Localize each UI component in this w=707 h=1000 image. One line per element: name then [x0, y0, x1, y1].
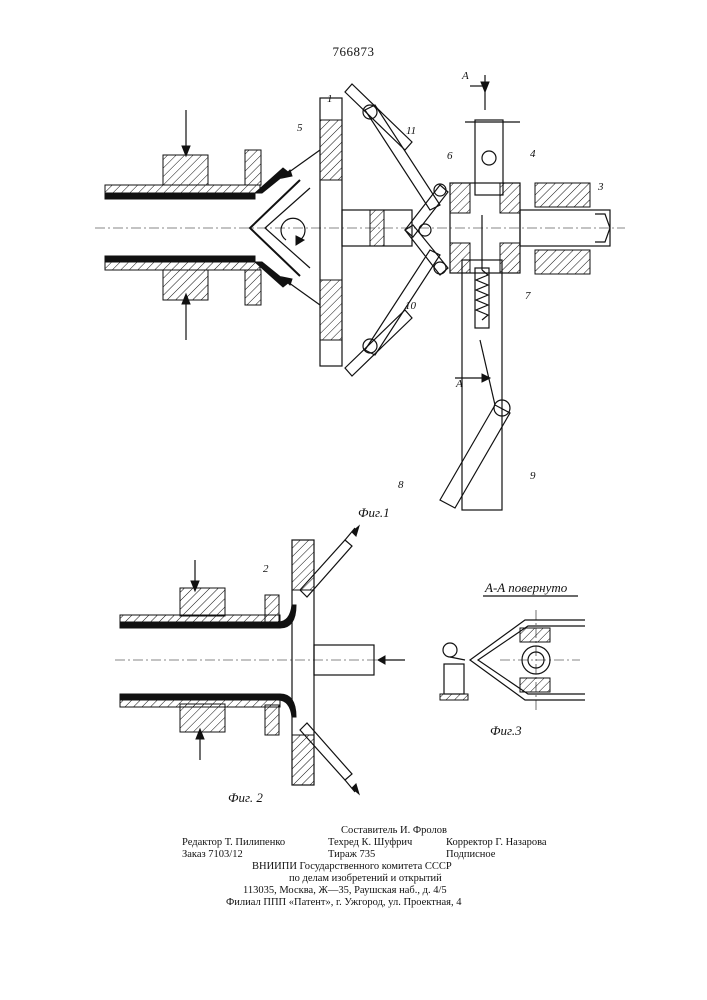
part-label-9: 9 [530, 470, 536, 482]
imprint-techred: Техред К. Шуфрич [328, 837, 412, 849]
part-label-7: 7 [525, 290, 531, 302]
imprint-subscription: Подписное [446, 849, 495, 861]
imprint-address: 113035, Москва, Ж—35, Раушская наб., д. … [243, 885, 447, 897]
part-label-10: 10 [405, 300, 416, 312]
section-label-top: A [462, 70, 469, 82]
imprint-branch: Филиал ППП «Патент», г. Ужгород, ул. Про… [226, 897, 461, 909]
part-label-8: 8 [398, 479, 404, 491]
imprint-institute: ВНИИПИ Государственного комитета СССР [252, 861, 452, 873]
section-label-bottom: A [456, 378, 463, 390]
part-label-2: 2 [263, 563, 269, 575]
part-label-1: 1 [327, 93, 333, 105]
part-label-5: 5 [297, 122, 303, 134]
part-label-11: 11 [406, 125, 416, 137]
imprint-editor: Редактор Т. Пилипенко [182, 837, 285, 849]
part-label-6: 6 [447, 150, 453, 162]
imprint-corrector: Корректор Г. Назарова [446, 837, 547, 849]
imprint-compiler: Составитель И. Фролов [341, 825, 447, 837]
part-label-4: 4 [530, 148, 536, 160]
part-label-3: 3 [598, 181, 604, 193]
imprint-affairs: по делам изобретений и открытий [289, 873, 442, 885]
fig1-caption: Фиг.1 [358, 505, 390, 521]
fig2-caption: Фиг. 2 [228, 790, 263, 806]
imprint-print-run: Тираж 735 [328, 849, 375, 861]
imprint-order: Заказ 7103/12 [182, 849, 243, 861]
fig3-caption: Фиг.3 [490, 723, 522, 739]
fig3-title: A-A повернуто [485, 580, 567, 596]
